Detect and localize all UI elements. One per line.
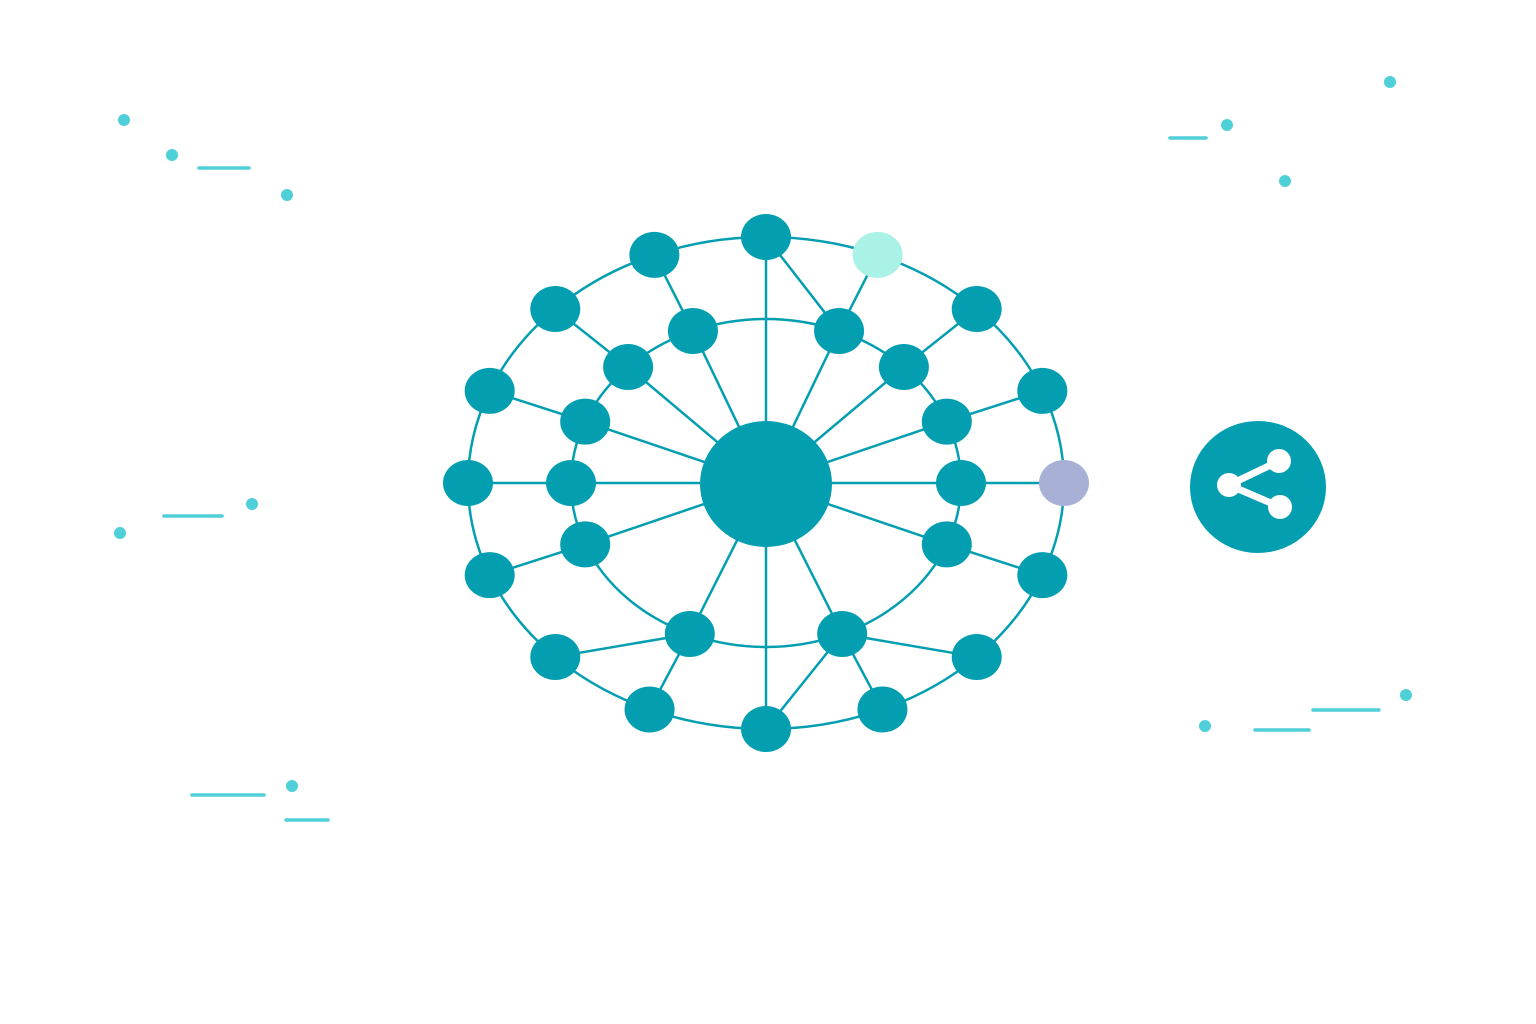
- inner-node: [546, 460, 596, 506]
- decorative-dot: [1384, 76, 1396, 88]
- inner-node: [560, 398, 611, 445]
- decorative-dot: [246, 498, 258, 510]
- share-icon[interactable]: [1217, 449, 1292, 519]
- decorative-dot: [118, 114, 130, 126]
- decorative-dot: [114, 527, 126, 539]
- outer-node: [741, 706, 791, 752]
- inner-node: [936, 460, 986, 506]
- outer-node: [857, 686, 908, 733]
- decorative-dot: [1221, 119, 1233, 131]
- decorative-dot: [1400, 689, 1412, 701]
- outer-node: [624, 686, 675, 733]
- outer-node: [629, 231, 680, 278]
- outer-node: [1017, 552, 1068, 599]
- inner-node: [664, 610, 715, 657]
- decorative-dot: [1199, 720, 1211, 732]
- outer-node: [951, 633, 1002, 680]
- inner-node: [560, 521, 611, 568]
- share-button-circle[interactable]: [1190, 421, 1326, 553]
- inner-node: [878, 344, 929, 391]
- inner-node: [817, 610, 868, 657]
- outer-node: [464, 367, 515, 414]
- outer-node: [464, 552, 515, 599]
- central-hub: [700, 421, 832, 547]
- outer-node: [951, 286, 1002, 333]
- outer-node: [530, 633, 581, 680]
- outer-node: [1017, 367, 1068, 414]
- inner-node: [921, 398, 972, 445]
- outer-node: [741, 214, 791, 260]
- background-decorations: [114, 76, 1412, 822]
- network-nodes: [443, 214, 1089, 752]
- decorative-dot: [1279, 175, 1291, 187]
- decorative-dot: [281, 189, 293, 201]
- decorative-dot: [286, 780, 298, 792]
- inner-node: [921, 521, 972, 568]
- outer-node: [530, 286, 581, 333]
- inner-node: [603, 344, 654, 391]
- hub-node: [700, 421, 832, 547]
- share-button[interactable]: [1190, 421, 1326, 553]
- inner-node: [667, 307, 718, 354]
- decorative-dot: [166, 149, 178, 161]
- inner-node: [814, 307, 865, 354]
- outer-node: [1039, 460, 1089, 506]
- outer-node: [852, 231, 903, 278]
- outer-node: [443, 460, 493, 506]
